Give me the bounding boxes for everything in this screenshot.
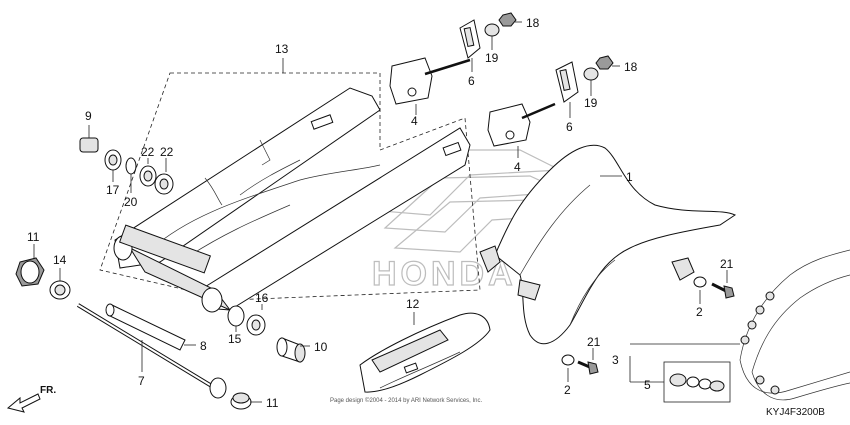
swingarm-assembly-outline bbox=[99, 72, 481, 301]
callout-15: 15 bbox=[228, 332, 242, 346]
callout-18: 18 bbox=[624, 60, 638, 74]
chain-adjuster-upper bbox=[389, 57, 471, 105]
callout-3: 3 bbox=[612, 353, 619, 367]
callout-2: 2 bbox=[564, 383, 571, 397]
callout-4: 4 bbox=[514, 160, 521, 174]
pivot-collar bbox=[105, 303, 186, 351]
callout-12: 12 bbox=[406, 297, 420, 311]
oil-seal-17 bbox=[104, 149, 122, 171]
callout-20: 20 bbox=[124, 195, 138, 209]
chain-joint-kit bbox=[663, 361, 731, 403]
leader-lines bbox=[33, 21, 740, 403]
adjuster-plate-upper bbox=[459, 19, 481, 59]
callout-labels: 1 2 2 3 4 4 5 6 6 7 8 9 10 11 11 12 13 1… bbox=[27, 16, 734, 410]
callout-2: 2 bbox=[696, 305, 703, 319]
callout-6: 6 bbox=[468, 74, 475, 88]
callout-5: 5 bbox=[644, 378, 651, 392]
circlip-20 bbox=[125, 157, 137, 175]
nut-19-lower bbox=[583, 67, 599, 81]
pivot-cap-right bbox=[230, 392, 252, 410]
callout-4: 4 bbox=[411, 114, 418, 128]
callout-22: 22 bbox=[160, 145, 174, 159]
bolt-21-lower bbox=[577, 360, 599, 375]
bearing-22a bbox=[139, 165, 157, 187]
direction-label: FR. bbox=[40, 385, 56, 396]
bearing-14 bbox=[49, 280, 71, 300]
collar-10 bbox=[276, 337, 306, 363]
bearing-16 bbox=[246, 314, 266, 336]
callout-19: 19 bbox=[485, 51, 499, 65]
collar-2-upper bbox=[693, 276, 707, 288]
diagram-code: KYJ4F3200B bbox=[766, 407, 825, 418]
rear-fender-hugger bbox=[479, 144, 737, 345]
nut-18-upper bbox=[498, 12, 517, 27]
callout-19: 19 bbox=[584, 96, 598, 110]
callout-18: 18 bbox=[526, 16, 540, 30]
callout-17: 17 bbox=[106, 183, 120, 197]
callout-21: 21 bbox=[720, 257, 734, 271]
callout-21: 21 bbox=[587, 335, 601, 349]
bearing-15 bbox=[227, 305, 245, 327]
pivot-bolt bbox=[76, 303, 227, 399]
callout-16: 16 bbox=[255, 291, 269, 305]
front-direction-arrow: FR. bbox=[6, 385, 56, 413]
chain-slider bbox=[359, 312, 491, 393]
callout-9: 9 bbox=[85, 109, 92, 123]
pivot-cap-left bbox=[15, 257, 45, 287]
callout-13: 13 bbox=[275, 42, 289, 56]
copyright-text: Page design ©2004 - 2014 by ARI Network … bbox=[330, 397, 483, 404]
callout-11: 11 bbox=[27, 230, 40, 244]
drive-chain bbox=[739, 249, 850, 401]
bearing-22b bbox=[154, 173, 174, 195]
nut-19-upper bbox=[484, 23, 500, 37]
callout-8: 8 bbox=[200, 339, 207, 353]
callout-22: 22 bbox=[141, 145, 155, 159]
callout-7: 7 bbox=[138, 374, 145, 388]
callout-11: 11 bbox=[266, 396, 279, 410]
collar-2-lower bbox=[561, 354, 575, 366]
chain-adjuster-lower bbox=[487, 102, 556, 147]
cap-9 bbox=[79, 137, 99, 153]
callout-6: 6 bbox=[566, 120, 573, 134]
nut-18-lower bbox=[595, 55, 614, 70]
callout-14: 14 bbox=[53, 253, 67, 267]
callout-10: 10 bbox=[314, 340, 328, 354]
bolt-21-upper bbox=[711, 282, 735, 299]
adjuster-plate-lower bbox=[555, 61, 579, 103]
callout-1: 1 bbox=[626, 170, 633, 184]
swingarm bbox=[113, 87, 471, 313]
